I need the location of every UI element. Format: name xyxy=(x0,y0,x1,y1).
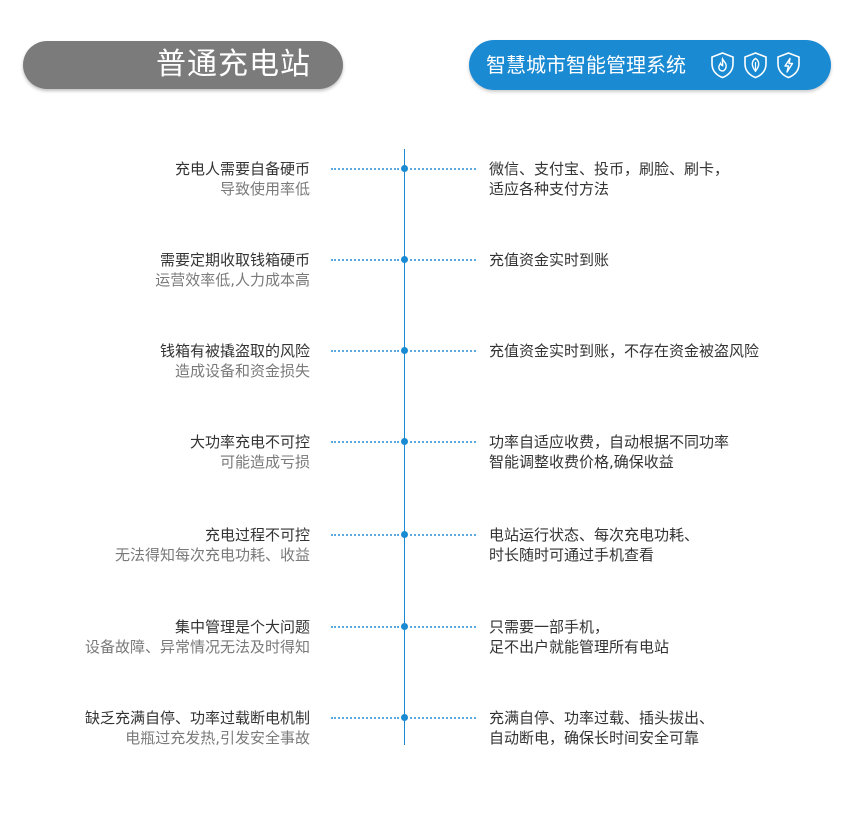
problem-consequence: 造成设备和资金损失 xyxy=(174,362,310,380)
problem-consequence: 运营效率低,人力成本高 xyxy=(155,271,310,289)
connector-left xyxy=(331,717,399,719)
smart-system-item: 充值资金实时到账 xyxy=(489,250,609,270)
problem-consequence: 设备故障、异常情况无法及时得知 xyxy=(84,638,310,656)
problem-consequence: 导致使用率低 xyxy=(219,180,310,198)
connector-left xyxy=(331,259,399,261)
smart-system-item: 电站运行状态、每次充电功耗、 时长随时可通过手机查看 xyxy=(489,525,699,565)
solution-line: 只需要一部手机， xyxy=(489,618,610,636)
solution-line: 足不出户就能管理所有电站 xyxy=(489,638,670,656)
comparison-row: 充电人需要自备硬币 导致使用率低 微信、支付宝、投币，刷脸、刷卡， 适应各种支付… xyxy=(0,159,846,209)
smart-system-item: 功率自适应收费，自动根据不同功率 智能调整收费价格,确保收益 xyxy=(489,432,729,472)
connector-right xyxy=(410,441,476,443)
problem-title: 充电过程不可控 xyxy=(204,526,310,544)
axis-dot xyxy=(401,531,408,538)
solution-line: 智能调整收费价格,确保收益 xyxy=(489,453,674,471)
problem-title: 缺乏充满自停、功率过载断电机制 xyxy=(84,709,310,727)
smart-system-item: 只需要一部手机， 足不出户就能管理所有电站 xyxy=(489,617,669,657)
comparison-row: 需要定期收取钱箱硬币 运营效率低,人力成本高 充值资金实时到账 xyxy=(0,250,846,300)
connector-left xyxy=(331,350,399,352)
axis-dot xyxy=(401,438,408,445)
feature-icons xyxy=(709,51,802,79)
axis-dot xyxy=(401,623,408,630)
comparison-row: 缺乏充满自停、功率过载断电机制 电瓶过充发热,引发安全事故 充满自停、功率过载、… xyxy=(0,708,846,758)
problem-title: 需要定期收取钱箱硬币 xyxy=(159,251,310,269)
problem-title: 钱箱有被撬盗取的风险 xyxy=(159,342,310,360)
connector-left xyxy=(331,168,399,170)
leaf-shield-icon xyxy=(744,52,767,79)
solution-line: 自动断电，确保长时间安全可靠 xyxy=(489,729,700,747)
flame-shield-icon xyxy=(711,52,734,79)
connector-left xyxy=(331,534,399,536)
ordinary-station-item: 集中管理是个大问题 设备故障、异常情况无法及时得知 xyxy=(85,617,310,657)
solution-line: 适应各种支付方法 xyxy=(489,180,610,198)
axis-dot xyxy=(401,256,408,263)
solution-line: 微信、支付宝、投币，刷脸、刷卡， xyxy=(489,160,730,178)
solution-line: 充满自停、功率过载、插头拔出、 xyxy=(489,709,715,727)
smart-system-title: 智慧城市智能管理系统 xyxy=(486,53,686,77)
ordinary-station-item: 钱箱有被撬盗取的风险 造成设备和资金损失 xyxy=(160,341,310,381)
solution-line: 功率自适应收费，自动根据不同功率 xyxy=(489,433,730,451)
connector-right xyxy=(410,350,476,352)
ordinary-station-item: 大功率充电不可控 可能造成亏损 xyxy=(190,432,310,472)
bolt-shield-icon xyxy=(777,52,800,79)
ordinary-station-item: 缺乏充满自停、功率过载断电机制 电瓶过充发热,引发安全事故 xyxy=(85,708,310,748)
problem-title: 大功率充电不可控 xyxy=(189,433,310,451)
ordinary-station-item: 需要定期收取钱箱硬币 运营效率低,人力成本高 xyxy=(155,250,310,290)
connector-right xyxy=(410,717,476,719)
comparison-row: 大功率充电不可控 可能造成亏损 功率自适应收费，自动根据不同功率 智能调整收费价… xyxy=(0,432,846,482)
problem-consequence: 无法得知每次充电功耗、收益 xyxy=(114,546,310,564)
connector-left xyxy=(331,626,399,628)
smart-system-header: 智慧城市智能管理系统 xyxy=(469,40,831,90)
smart-system-item: 微信、支付宝、投币，刷脸、刷卡， 适应各种支付方法 xyxy=(489,159,729,199)
connector-right xyxy=(410,168,476,170)
ordinary-station-header: 普通充电站 xyxy=(23,41,343,89)
solution-line: 电站运行状态、每次充电功耗、 xyxy=(489,526,700,544)
connector-right xyxy=(410,626,476,628)
axis-dot xyxy=(401,347,408,354)
problem-title: 集中管理是个大问题 xyxy=(174,618,310,636)
solution-line: 时长随时可通过手机查看 xyxy=(489,546,655,564)
axis-dot xyxy=(401,714,408,721)
comparison-axis xyxy=(404,149,405,745)
problem-title: 充电人需要自备硬币 xyxy=(174,160,310,178)
ordinary-station-title: 普通充电站 xyxy=(156,47,311,82)
ordinary-station-item: 充电人需要自备硬币 导致使用率低 xyxy=(175,159,310,199)
comparison-row: 集中管理是个大问题 设备故障、异常情况无法及时得知 只需要一部手机， 足不出户就… xyxy=(0,617,846,667)
connector-right xyxy=(410,259,476,261)
connector-left xyxy=(331,441,399,443)
comparison-row: 充电过程不可控 无法得知每次充电功耗、收益 电站运行状态、每次充电功耗、 时长随… xyxy=(0,525,846,575)
ordinary-station-item: 充电过程不可控 无法得知每次充电功耗、收益 xyxy=(115,525,310,565)
problem-consequence: 可能造成亏损 xyxy=(219,453,310,471)
smart-system-item: 充值资金实时到账，不存在资金被盗风险 xyxy=(489,341,759,361)
comparison-row: 钱箱有被撬盗取的风险 造成设备和资金损失 充值资金实时到账，不存在资金被盗风险 xyxy=(0,341,846,391)
axis-dot xyxy=(401,165,408,172)
solution-line: 充值资金实时到账，不存在资金被盗风险 xyxy=(489,342,760,360)
connector-right xyxy=(410,534,476,536)
problem-consequence: 电瓶过充发热,引发安全事故 xyxy=(125,729,310,747)
smart-system-item: 充满自停、功率过载、插头拔出、 自动断电，确保长时间安全可靠 xyxy=(489,708,714,748)
solution-line: 充值资金实时到账 xyxy=(489,251,610,269)
